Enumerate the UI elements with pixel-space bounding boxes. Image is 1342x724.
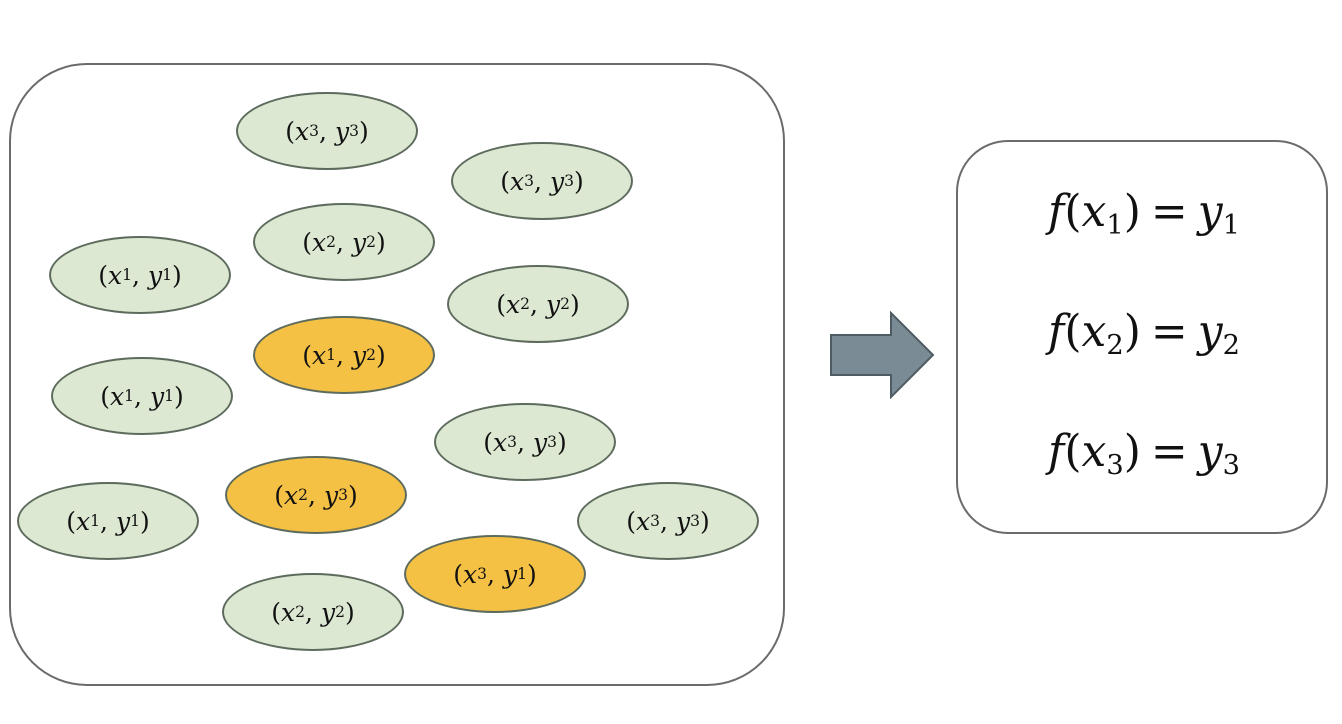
- right-arrow-icon: [830, 311, 935, 399]
- function-equation-2: f(x2)=y2: [1048, 306, 1240, 362]
- function-equation-3: f(x3)=y3: [1048, 426, 1240, 482]
- arrow-shape: [830, 311, 935, 399]
- function-equation-1: f(x1)=y1: [1048, 186, 1240, 242]
- function-mapping-box: f(x1)=y1 f(x2)=y2 f(x3)=y3: [956, 140, 1328, 534]
